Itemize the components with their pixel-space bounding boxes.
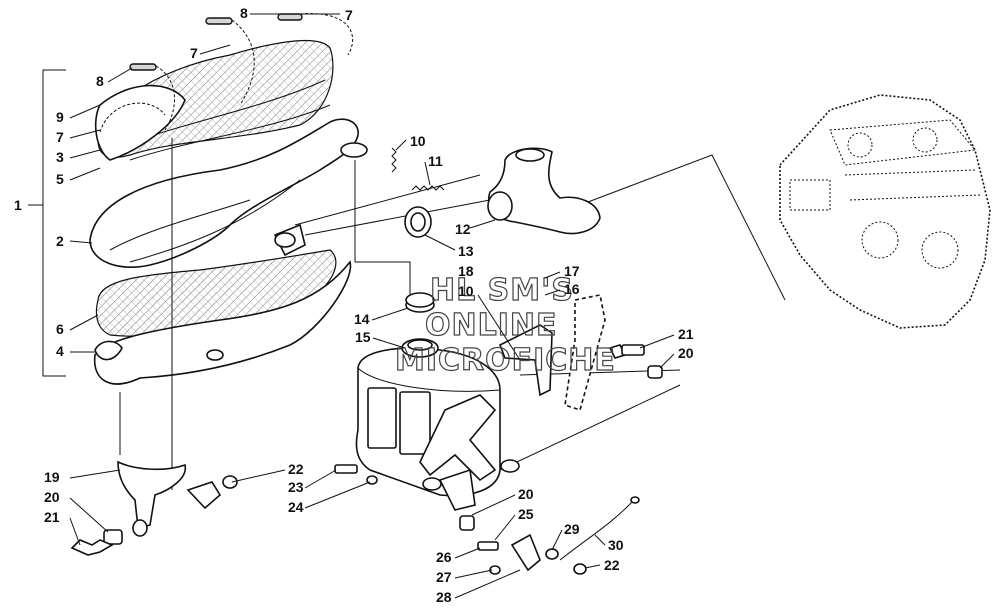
lower-heat-shield-icon[interactable] [93, 249, 352, 385]
callout-3[interactable]: 3 [56, 149, 64, 165]
upper-heat-shield-icon[interactable] [94, 39, 334, 161]
spring-10-icon[interactable] [391, 147, 397, 173]
exhaust-pipe-icon[interactable] [89, 118, 368, 268]
callout-9[interactable]: 9 [56, 109, 64, 125]
callout-2[interactable]: 2 [56, 233, 64, 249]
lower-bracket-icon[interactable] [70, 460, 238, 556]
callout-14[interactable]: 14 [354, 311, 370, 327]
callout-22b[interactable]: 22 [604, 557, 620, 573]
leader-lines [69, 13, 675, 599]
callout-21a[interactable]: 21 [678, 326, 694, 342]
callout-11[interactable]: 11 [428, 153, 443, 169]
callout-17[interactable]: 17 [564, 263, 580, 279]
callout-28[interactable]: 28 [436, 589, 452, 605]
watermark: HL SM'S ONLINE MICROFICHE [394, 272, 616, 378]
callout-5[interactable]: 5 [56, 171, 64, 187]
callout-22a[interactable]: 22 [288, 461, 304, 477]
callout-10b[interactable]: 10 [458, 283, 474, 299]
watermark-line-2: ONLINE [425, 308, 558, 343]
callout-21b[interactable]: 21 [44, 509, 60, 525]
callout-8a[interactable]: 8 [240, 5, 248, 21]
callouts: 8 7 7 8 9 7 3 5 1 2 6 4 10 11 12 13 14 1… [14, 5, 694, 605]
callout-24[interactable]: 24 [288, 499, 304, 515]
spring-11-icon[interactable] [411, 185, 445, 191]
callout-13[interactable]: 13 [458, 243, 474, 259]
callout-7a[interactable]: 7 [345, 7, 353, 23]
callout-8b[interactable]: 8 [96, 73, 104, 89]
assembly-bracket [28, 69, 66, 377]
callout-20c[interactable]: 20 [518, 486, 534, 502]
callout-7b[interactable]: 7 [190, 45, 198, 61]
callout-29[interactable]: 29 [564, 521, 580, 537]
callout-20a[interactable]: 20 [678, 345, 694, 361]
watermark-line-1: HL SM'S [430, 273, 574, 308]
exhaust-manifold-icon[interactable] [487, 147, 601, 235]
callout-27[interactable]: 27 [436, 569, 452, 585]
callout-7c[interactable]: 7 [56, 129, 64, 145]
callout-10a[interactable]: 10 [410, 133, 426, 149]
callout-25[interactable]: 25 [518, 506, 534, 522]
callout-6[interactable]: 6 [56, 321, 64, 337]
fasteners-lower-icon[interactable] [459, 496, 640, 575]
callout-23[interactable]: 23 [288, 479, 304, 495]
callout-15[interactable]: 15 [355, 329, 371, 345]
callout-4[interactable]: 4 [56, 343, 64, 359]
bolt-icon[interactable] [608, 344, 663, 379]
muffler-icon[interactable] [355, 338, 520, 511]
gasket-icon[interactable] [404, 206, 432, 238]
callout-12[interactable]: 12 [455, 221, 471, 237]
callout-1[interactable]: 1 [14, 197, 22, 213]
callout-16[interactable]: 16 [564, 281, 580, 297]
callout-20b[interactable]: 20 [44, 489, 60, 505]
callout-18[interactable]: 18 [458, 263, 474, 279]
seal-ring-icon[interactable] [405, 292, 435, 313]
callout-30[interactable]: 30 [608, 537, 624, 553]
spring-icon[interactable] [129, 13, 303, 71]
callout-19[interactable]: 19 [44, 469, 60, 485]
engine-block-icon [779, 94, 991, 329]
watermark-line-3: MICROFICHE [395, 343, 616, 378]
callout-26[interactable]: 26 [436, 549, 452, 565]
retaining-wire-icon[interactable] [99, 13, 354, 133]
bracket-icon[interactable] [477, 294, 606, 412]
